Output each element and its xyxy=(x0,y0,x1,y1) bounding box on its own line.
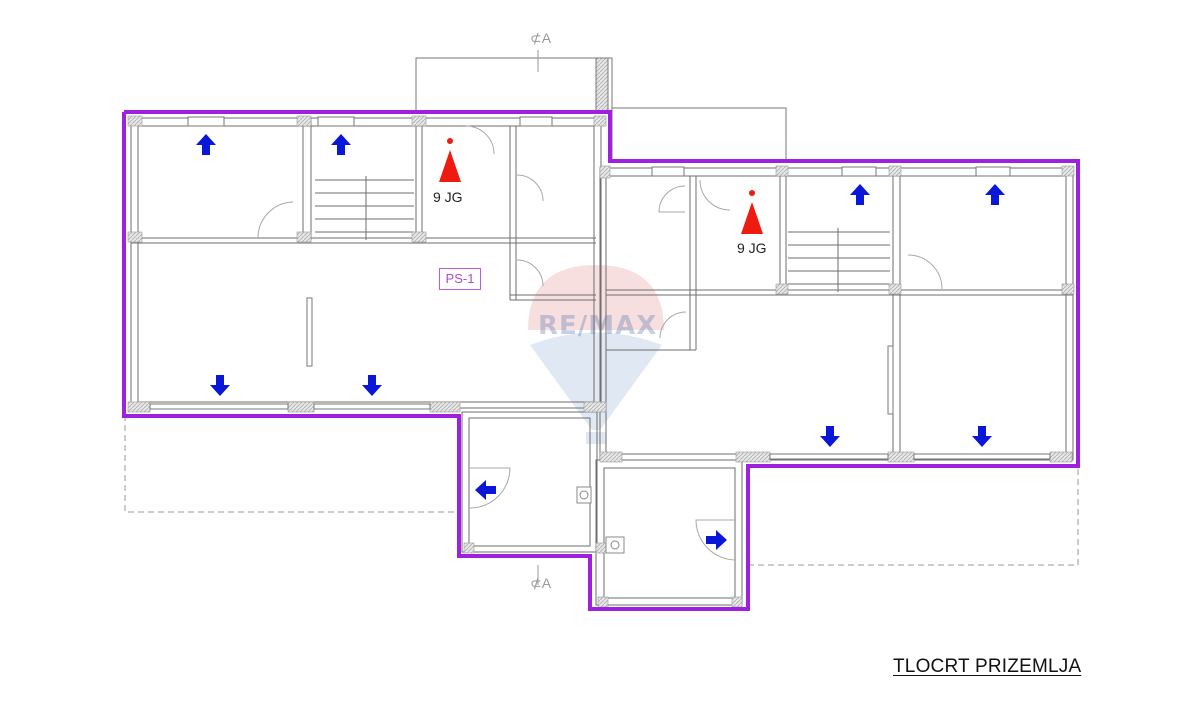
remax-watermark-icon xyxy=(528,265,664,444)
gas-marker-icon-2 xyxy=(741,190,763,234)
equipment-label-2: 9 JG xyxy=(737,240,767,256)
equipment-label-1: 9 JG xyxy=(433,189,463,205)
structural-columns xyxy=(127,115,1075,608)
section-mark-top: ⊄A xyxy=(530,30,551,47)
room-tag: PS-1 xyxy=(439,268,481,290)
section-mark-label: A xyxy=(541,30,552,46)
arrow-down-icon xyxy=(362,375,382,396)
windows xyxy=(149,116,1051,460)
interior-walls xyxy=(130,117,1074,606)
section-symbol-icon: ⊄ xyxy=(530,30,542,46)
watermark-text: RE/MAX xyxy=(538,311,658,341)
arrow-down-icon xyxy=(210,375,230,396)
arrow-up-icon xyxy=(985,184,1005,205)
arrow-down-icon xyxy=(972,426,992,447)
arrow-up-icon xyxy=(196,134,216,155)
section-mark-bottom: ⊄A xyxy=(530,575,551,592)
arrow-up-icon xyxy=(850,184,870,205)
arrow-right-icon xyxy=(706,530,727,550)
drawing-title: TLOCRT PRIZEMLJA xyxy=(893,656,1082,677)
arrow-left-icon xyxy=(475,480,496,500)
section-symbol-icon: ⊄ xyxy=(530,575,542,591)
terrace-outlines xyxy=(124,415,1079,566)
gas-marker-icon-1 xyxy=(439,138,461,182)
arrow-up-icon xyxy=(331,134,351,155)
sink-fixtures xyxy=(576,486,625,554)
direction-arrows xyxy=(196,134,1005,550)
door-swings xyxy=(257,125,943,561)
section-mark-label: A xyxy=(541,575,552,591)
unit-boundary-outline xyxy=(122,110,1080,611)
arrow-down-icon xyxy=(820,426,840,447)
